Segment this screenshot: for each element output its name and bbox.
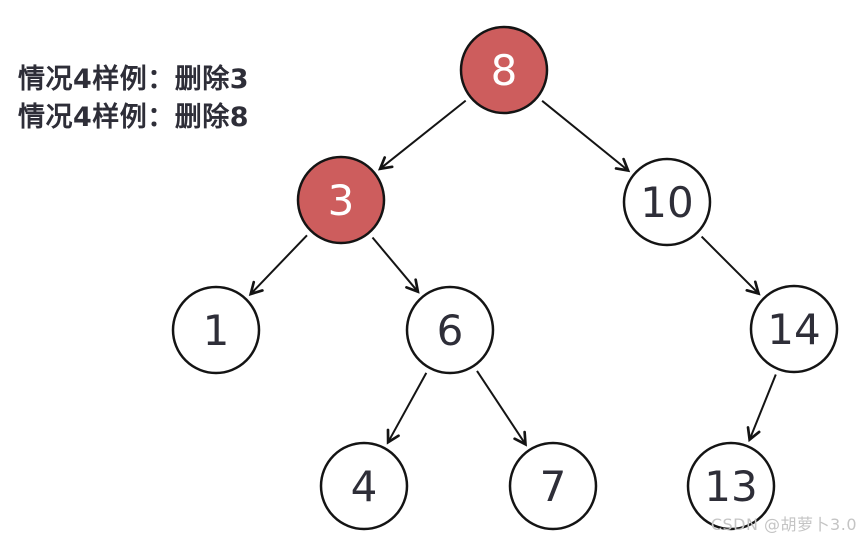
edge-10-14	[700, 235, 759, 294]
node-circle	[405, 285, 495, 375]
edge-3-1	[251, 234, 308, 294]
tree-node-6: 6	[405, 285, 495, 375]
node-circle-highlighted	[459, 25, 549, 115]
node-value: 14	[767, 305, 820, 354]
tree-node-7: 7	[508, 441, 598, 531]
tree-node-14: 14	[749, 284, 839, 374]
note-line-2: 情况4样例：删除8	[18, 102, 250, 133]
node-value: 4	[351, 462, 378, 511]
node-circle	[686, 441, 776, 531]
case-notes: 情况4样例：删除3 情况4样例：删除8	[18, 61, 249, 137]
node-circle	[622, 157, 712, 247]
tree-node-3: 3	[296, 155, 386, 245]
tree-node-13: 13	[686, 441, 776, 531]
node-value: 3	[328, 176, 355, 225]
edge-14-13	[750, 374, 777, 440]
tree-node-8: 8	[459, 25, 549, 115]
edge-3-6	[371, 236, 418, 292]
node-circle	[749, 284, 839, 374]
node-value: 6	[437, 306, 464, 355]
node-circle	[171, 285, 261, 375]
tree-node-4: 4	[319, 441, 409, 531]
node-circle-highlighted	[296, 155, 386, 245]
node-value: 10	[640, 178, 693, 227]
edge-8-3	[380, 99, 467, 169]
tree-node-1: 1	[171, 285, 261, 375]
edge-6-4	[388, 372, 428, 442]
tree-node-10: 10	[622, 157, 712, 247]
node-circle	[319, 441, 409, 531]
edge-8-10	[541, 100, 628, 171]
node-value: 7	[540, 462, 567, 511]
edge-6-7	[476, 370, 526, 444]
watermark: CSDN @胡萝卜3.0	[710, 515, 857, 534]
node-circle	[508, 441, 598, 531]
node-value: 8	[491, 46, 518, 95]
note-line-1: 情况4样例：删除3	[18, 64, 250, 95]
node-value: 13	[704, 462, 757, 511]
node-value: 1	[203, 306, 230, 355]
